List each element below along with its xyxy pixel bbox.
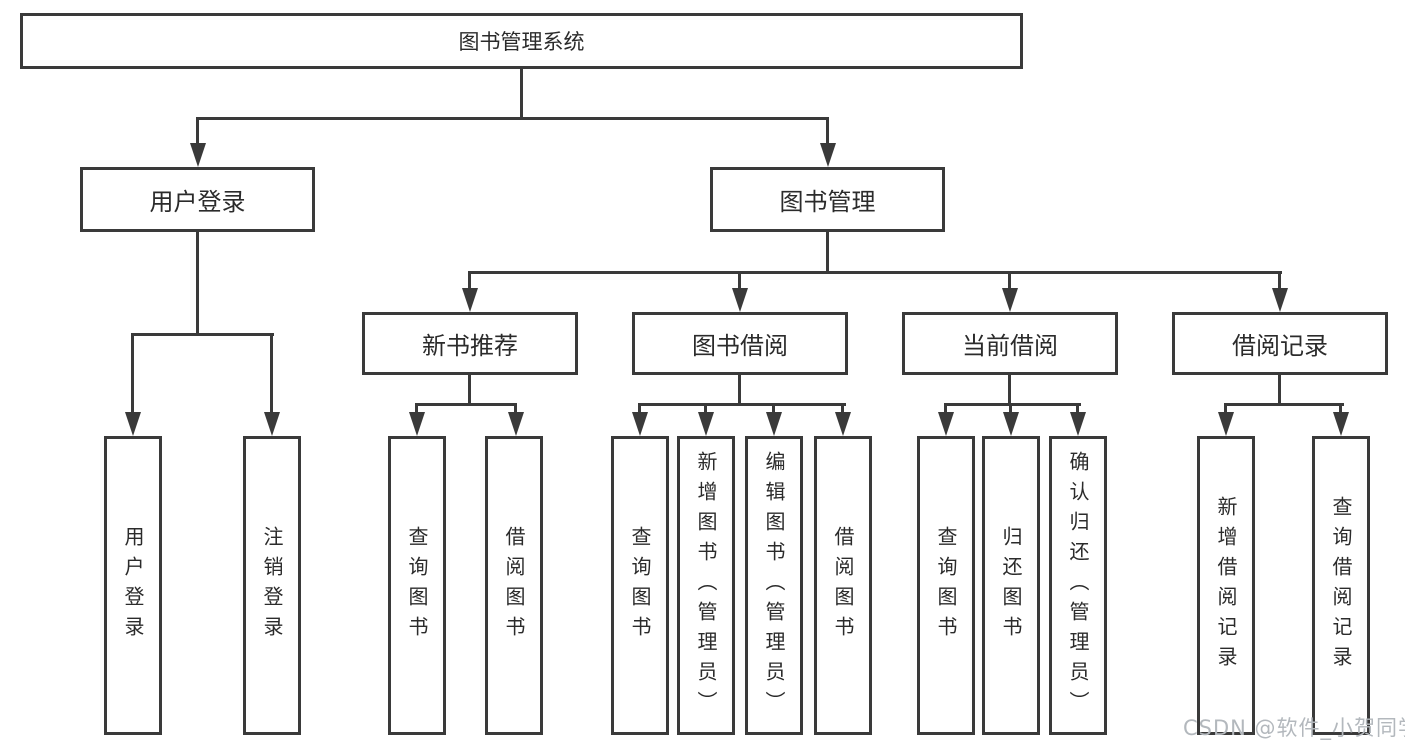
leaf-user-login-label: 用户登录 [121, 525, 145, 646]
leaf-query-books-borrow-label: 查询图书 [628, 525, 652, 646]
connector-drop [514, 403, 517, 413]
leaf-query-books-recommend: 查询图书 [388, 436, 446, 735]
node-borrow-records-label: 借阅记录 [1232, 332, 1328, 360]
connector-drop [704, 403, 707, 413]
leaf-query-books-current: 查询图书 [917, 436, 975, 735]
leaf-confirm-return-admin: 确认归还（管理员） [1049, 436, 1107, 735]
arrow-down-icon [698, 412, 714, 436]
connector-user-login-horizontal [131, 333, 274, 336]
connector-user-login-stub [196, 232, 199, 336]
node-book-borrow: 图书借阅 [632, 312, 848, 375]
connector-drop [1009, 403, 1012, 413]
connector-drop [638, 403, 641, 413]
leaf-add-borrow-record-label: 新增借阅记录 [1214, 495, 1238, 676]
arrow-down-icon [1003, 412, 1019, 436]
connector-drop [772, 403, 775, 413]
arrow-down-icon [1070, 412, 1086, 436]
node-current-borrow-label: 当前借阅 [962, 332, 1058, 360]
node-borrow-records: 借阅记录 [1172, 312, 1388, 375]
connector-drop-leaf-logout [270, 333, 273, 413]
connector-drop-current-borrow [1008, 271, 1011, 290]
node-user-login: 用户登录 [80, 167, 315, 232]
node-root-label: 图书管理系统 [458, 30, 585, 54]
leaf-query-borrow-record: 查询借阅记录 [1312, 436, 1370, 735]
arrow-down-icon [632, 412, 648, 436]
connector-drop-borrow-records [1278, 271, 1281, 290]
connector-drop [841, 403, 844, 413]
arrow-down-icon [190, 143, 206, 167]
leaf-borrow-books-recommend: 借阅图书 [485, 436, 543, 735]
arrow-down-icon [1218, 412, 1234, 436]
leaf-add-books-admin: 新增图书（管理员） [677, 436, 735, 735]
connector-drop [1224, 403, 1227, 413]
node-new-book-recommend-label: 新书推荐 [422, 332, 518, 360]
leaf-borrow-books: 借阅图书 [814, 436, 872, 735]
node-new-book-recommend: 新书推荐 [362, 312, 578, 375]
leaf-query-books-recommend-label: 查询图书 [405, 525, 429, 646]
connector-borrow-horizontal [638, 403, 846, 406]
node-book-borrow-label: 图书借阅 [692, 332, 788, 360]
arrow-down-icon [1272, 288, 1288, 312]
node-user-login-label: 用户登录 [149, 188, 246, 216]
connector-records-horizontal [1224, 403, 1344, 406]
node-current-borrow: 当前借阅 [902, 312, 1118, 375]
connector-drop [944, 403, 947, 413]
leaf-borrow-books-label: 借阅图书 [831, 525, 855, 646]
arrow-down-icon [1333, 412, 1349, 436]
connector-drop-user-login [196, 117, 199, 145]
arrow-down-icon [462, 288, 478, 312]
connector-drop-book-management [826, 117, 829, 145]
leaf-query-books-borrow: 查询图书 [611, 436, 669, 735]
connector-book-management-stub [826, 232, 829, 274]
leaf-add-books-admin-label: 新增图书（管理员） [694, 450, 718, 721]
arrow-down-icon [732, 288, 748, 312]
node-root-library-system: 图书管理系统 [20, 13, 1023, 69]
connector-records-stub [1278, 375, 1281, 406]
leaf-logout: 注销登录 [243, 436, 301, 735]
arrow-down-icon [766, 412, 782, 436]
connector-root-stub [520, 69, 523, 118]
connector-current-stub [1008, 375, 1011, 406]
leaf-return-books-label: 归还图书 [999, 525, 1023, 646]
connector-drop [415, 403, 418, 413]
node-book-management-label: 图书管理 [779, 188, 876, 216]
leaf-user-login: 用户登录 [104, 436, 162, 735]
leaf-confirm-return-admin-label: 确认归还（管理员） [1066, 450, 1090, 721]
leaf-borrow-books-recommend-label: 借阅图书 [502, 525, 526, 646]
arrow-down-icon [820, 143, 836, 167]
arrow-down-icon [835, 412, 851, 436]
connector-level3-horizontal [468, 271, 1282, 274]
arrow-down-icon [125, 412, 141, 436]
connector-root-horizontal [196, 117, 829, 120]
leaf-edit-books-admin: 编辑图书（管理员） [745, 436, 803, 735]
connector-drop-leaf-user-login [131, 333, 134, 413]
connector-drop [1339, 403, 1342, 413]
connector-drop [1076, 403, 1079, 413]
arrow-down-icon [508, 412, 524, 436]
connector-drop-new-book-recommend [468, 271, 471, 290]
arrow-down-icon [1002, 288, 1018, 312]
connector-current-horizontal [944, 403, 1081, 406]
leaf-return-books: 归还图书 [982, 436, 1040, 735]
connector-drop-book-borrow [738, 271, 741, 290]
arrow-down-icon [409, 412, 425, 436]
arrow-down-icon [264, 412, 280, 436]
leaf-edit-books-admin-label: 编辑图书（管理员） [762, 450, 786, 721]
connector-borrow-stub [738, 375, 741, 406]
node-book-management: 图书管理 [710, 167, 945, 232]
connector-recommend-stub [468, 375, 471, 406]
connector-recommend-horizontal [415, 403, 517, 406]
leaf-query-books-current-label: 查询图书 [934, 525, 958, 646]
leaf-logout-label: 注销登录 [260, 525, 284, 646]
leaf-query-borrow-record-label: 查询借阅记录 [1329, 495, 1353, 676]
csdn-watermark: CSDN @软件_小贺同学 [1183, 716, 1405, 740]
arrow-down-icon [938, 412, 954, 436]
leaf-add-borrow-record: 新增借阅记录 [1197, 436, 1255, 735]
